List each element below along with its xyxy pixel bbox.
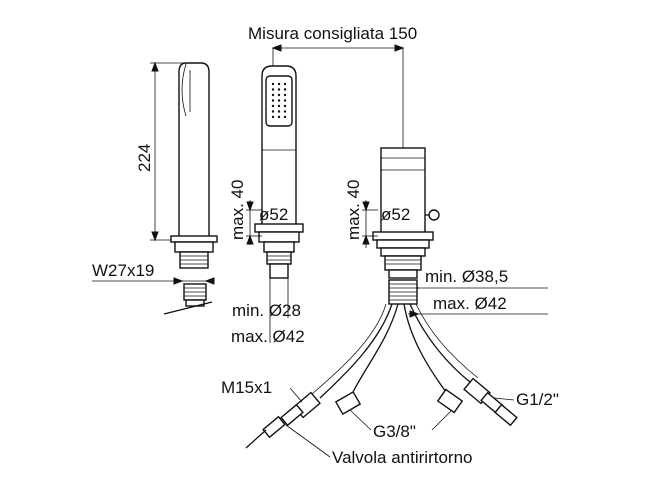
mixer-body: max. 40 ø52 min. Ø38,5 max. Ø42 [344,147,548,318]
max-42-left-label: max. Ø42 [231,327,305,346]
valve-label: Valvola antirirtorno [332,448,472,467]
min-28-label: min. Ø28 [232,301,301,320]
dia52-right-label: ø52 [381,205,410,224]
g12-label: G1/2" [516,390,559,409]
g38-label: G3/8" [373,422,416,441]
spray-nozzle-dot [283,104,287,108]
spray-nozzle-dot [283,99,287,102]
spray-nozzle-dot [277,93,281,97]
spray-nozzle-dot [277,110,281,113]
spray-nozzle-dot [283,115,287,119]
spray-nozzle-dot [283,93,287,97]
hand-shower-front-view: max. 40 ø52 min. Ø28 max. Ø42 [228,65,305,346]
spray-nozzle-dot [271,82,275,86]
max-42-right-label: max. Ø42 [433,294,507,313]
hose-fitting-g12 [463,377,518,427]
thread-w27-label: W27x19 [92,261,154,280]
spray-nozzle-dot [271,88,275,91]
spray-nozzle-dot [283,82,287,86]
spray-nozzle-dot [271,93,275,97]
spray-nozzle-dot [277,115,281,119]
hose-fitting-g38-left [334,390,362,416]
spray-nozzle-dot [271,104,275,108]
spray-nozzle-dot [271,115,275,119]
hand-shower-side-view: 224 W27x19 [92,61,218,315]
spray-nozzle-dot [271,110,275,113]
spray-nozzle-dot [283,88,287,91]
spray-nozzle-dot [277,99,281,102]
supply-hoses [311,303,479,399]
spray-nozzle-pattern [271,82,287,119]
max-40-left-label: max. 40 [228,180,247,240]
spray-nozzle-dot [277,104,281,108]
min-38-label: min. Ø38,5 [425,267,508,286]
hose-fitting-m15 [245,391,321,449]
max-40-right-label: max. 40 [344,180,363,240]
m15-label: M15x1 [221,378,272,397]
spray-nozzle-dot [277,82,281,86]
dia52-left-label: ø52 [259,205,288,224]
callouts: M15x1 G1/2" G3/8" Valvola antirirtorno [221,378,559,467]
spray-nozzle-dot [283,110,287,113]
spray-nozzle-dot [271,99,275,102]
spray-nozzle-dot [277,88,281,91]
height-224-label: 224 [135,144,154,172]
recommended-distance-label: Misura consigliata 150 [248,24,417,43]
hose-fitting-g38-right [436,388,464,414]
